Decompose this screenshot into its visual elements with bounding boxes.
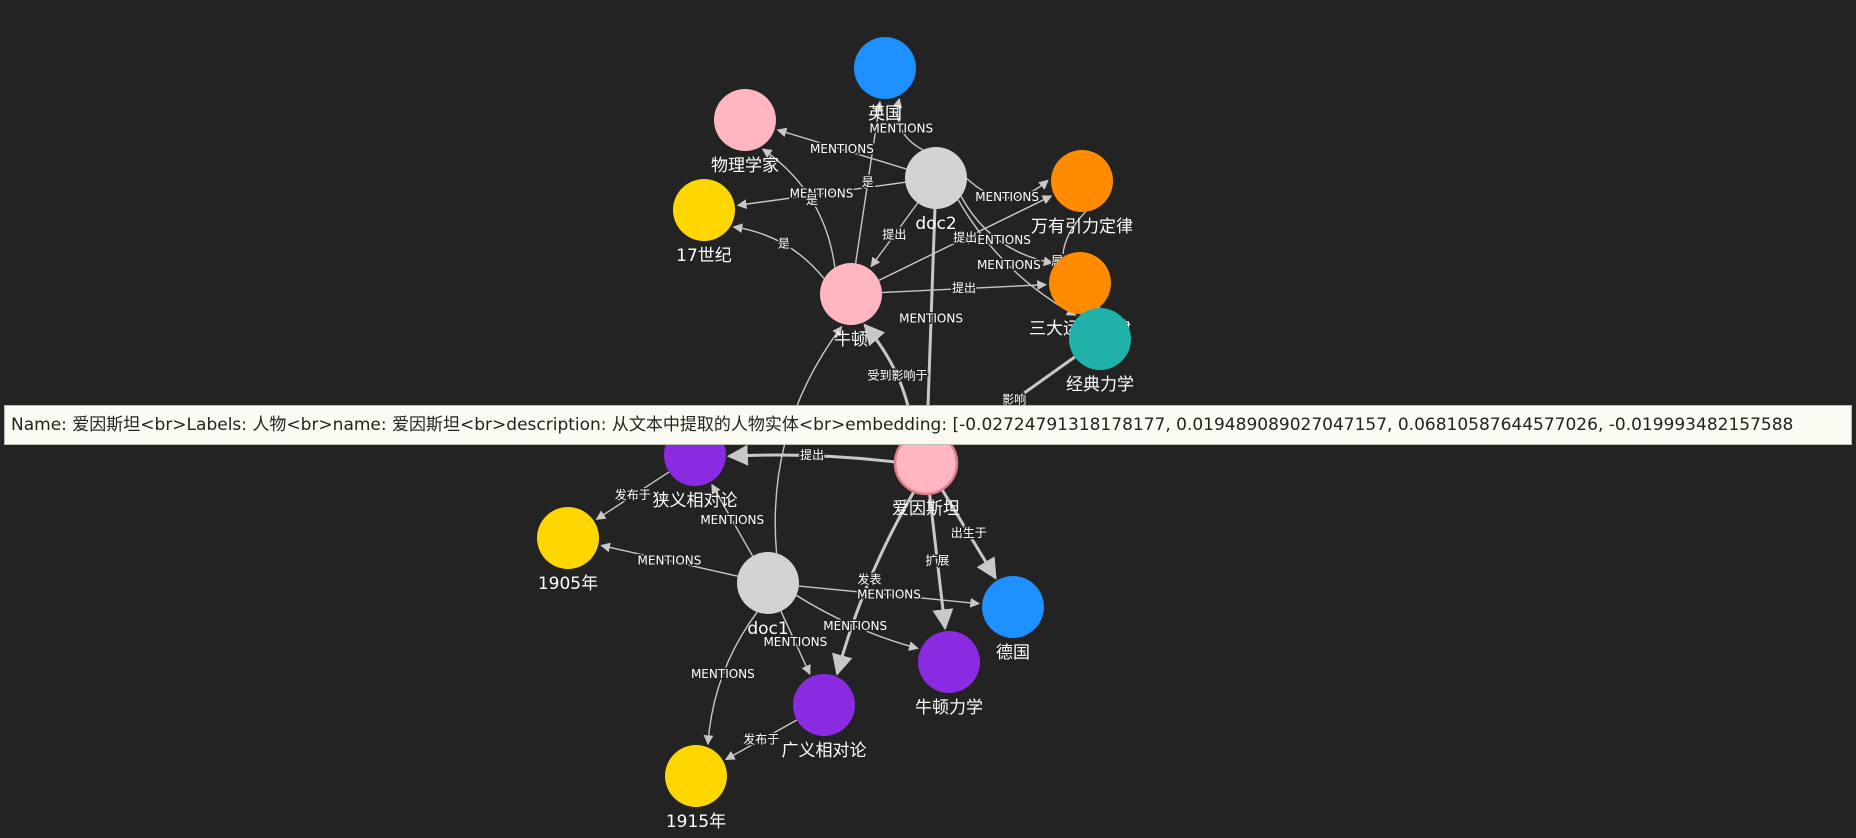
edge-label: MENTIONS <box>977 258 1041 272</box>
edge-label: 受到影响于 <box>868 368 928 383</box>
graph-edge[interactable] <box>761 148 836 268</box>
graph-edge[interactable] <box>703 611 758 746</box>
graph-edge[interactable] <box>966 178 1049 199</box>
node-tooltip: Name: 爱因斯坦<br>Labels: 人物<br>name: 爱因斯坦<b… <box>4 405 1852 445</box>
edge-label: 是 <box>778 236 790 250</box>
node-label: 1915年 <box>666 812 726 832</box>
edge-label: 是 <box>806 193 818 207</box>
graph-edge[interactable] <box>832 490 916 676</box>
node-label: 物理学家 <box>711 156 779 176</box>
graph-node-deguo[interactable]: 德国 <box>982 576 1044 663</box>
graph-node-y1905[interactable]: 1905年 <box>537 507 599 594</box>
graph-node-wulixuejia[interactable]: 物理学家 <box>711 89 779 176</box>
graph-edge[interactable] <box>776 127 907 170</box>
edge-label: 提出 <box>953 230 977 245</box>
node-circle[interactable] <box>1049 252 1111 314</box>
graph-edge[interactable] <box>724 719 798 761</box>
node-circle[interactable] <box>854 37 916 99</box>
graph-node-jingdian[interactable]: 经典力学 <box>1066 308 1134 395</box>
node-label: 1905年 <box>538 574 598 594</box>
graph-node-yingguo[interactable]: 英国 <box>854 37 916 124</box>
node-circle[interactable] <box>1051 150 1113 212</box>
node-label: 万有引力定律 <box>1031 217 1133 237</box>
graph-edge[interactable] <box>870 202 919 268</box>
graph-edge[interactable] <box>711 483 754 557</box>
node-label: 狭义相对论 <box>653 491 738 511</box>
node-circle[interactable] <box>793 674 855 736</box>
graph-node-niudun[interactable]: 牛顿 <box>820 263 882 350</box>
graph-node-doc2[interactable]: doc2 <box>905 147 967 234</box>
edge-label: MENTIONS <box>823 619 887 633</box>
node-circle[interactable] <box>714 89 776 151</box>
edge-label: MENTIONS <box>899 312 963 326</box>
edge-label: MENTIONS <box>638 553 702 567</box>
node-label: 17世纪 <box>676 246 732 266</box>
graph-edge[interactable] <box>780 610 811 675</box>
edge-label: MENTIONS <box>869 121 933 135</box>
graph-edge[interactable] <box>854 100 884 264</box>
node-circle[interactable] <box>737 552 799 614</box>
graph-edge[interactable] <box>798 585 981 608</box>
graph-edge[interactable] <box>796 594 919 651</box>
edge-label: MENTIONS <box>975 190 1039 204</box>
graph-edge[interactable] <box>595 471 670 520</box>
node-circle[interactable] <box>905 147 967 209</box>
edge-label: MENTIONS <box>763 635 827 649</box>
node-label: 爱因斯坦 <box>892 499 960 519</box>
graph-edge[interactable] <box>732 223 825 280</box>
node-circle[interactable] <box>537 507 599 569</box>
node-label: 英国 <box>868 104 902 124</box>
graph-edge[interactable] <box>917 208 939 432</box>
graph-edge[interactable] <box>878 195 1053 282</box>
node-label: 广义相对论 <box>782 741 867 761</box>
edge-label: 提出 <box>952 280 976 295</box>
graph-node-niudunlixue[interactable]: 牛顿力学 <box>915 631 983 718</box>
graph-node-doc1[interactable]: doc1 <box>737 552 799 639</box>
node-circle[interactable] <box>665 745 727 807</box>
graph-edge[interactable] <box>600 542 738 577</box>
edge-label: MENTIONS <box>691 667 755 681</box>
node-circle[interactable] <box>918 631 980 693</box>
edge-label: MENTIONS <box>790 186 854 200</box>
edge-label: 发表 <box>858 572 882 587</box>
nodes-layer: 英国物理学家doc2万有引力定律17世纪牛顿三大运动定律经典力学狭义相对论爱因斯… <box>537 37 1134 832</box>
edge-label: 发布于 <box>743 731 779 746</box>
edge-label: MENTIONS <box>967 233 1031 247</box>
edge-label: MENTIONS <box>857 587 921 601</box>
node-label: doc1 <box>747 619 788 639</box>
edge-label: 扩展 <box>925 554 949 568</box>
edge-label: 出生于 <box>951 526 987 540</box>
node-label: 德国 <box>996 643 1030 663</box>
graph-edge[interactable] <box>892 97 924 151</box>
edge-label: 提出 <box>882 226 906 241</box>
node-circle[interactable] <box>982 576 1044 638</box>
graph-node-y1915[interactable]: 1915年 <box>665 745 727 832</box>
graph-edge[interactable] <box>940 488 997 580</box>
node-label: 牛顿 <box>834 330 868 350</box>
node-label: 经典力学 <box>1066 375 1134 395</box>
graph-node-aiyinsitan[interactable]: 爱因斯坦 <box>892 430 960 519</box>
graph-edge[interactable] <box>881 280 1048 294</box>
graph-edge[interactable] <box>960 195 1054 267</box>
edge-label: 提出 <box>800 447 824 462</box>
edge-label: 发布于 <box>615 487 651 502</box>
graph-edge[interactable] <box>726 444 896 466</box>
node-label: 牛顿力学 <box>915 698 983 718</box>
edge-label: 是 <box>862 175 874 189</box>
graph-edge[interactable] <box>928 493 954 631</box>
edge-label: 影响 <box>1002 392 1026 407</box>
graph-edge[interactable] <box>736 181 906 210</box>
node-label: doc2 <box>915 214 956 234</box>
node-circle[interactable] <box>673 179 735 241</box>
node-circle[interactable] <box>820 263 882 325</box>
edge-label: MENTIONS <box>810 142 874 156</box>
edge-label: MENTIONS <box>700 513 764 527</box>
graph-node-shiqi[interactable]: 17世纪 <box>673 179 735 266</box>
node-circle[interactable] <box>1069 308 1131 370</box>
graph-node-wanyou[interactable]: 万有引力定律 <box>1031 150 1133 237</box>
graph-node-guangyi[interactable]: 广义相对论 <box>782 674 867 761</box>
